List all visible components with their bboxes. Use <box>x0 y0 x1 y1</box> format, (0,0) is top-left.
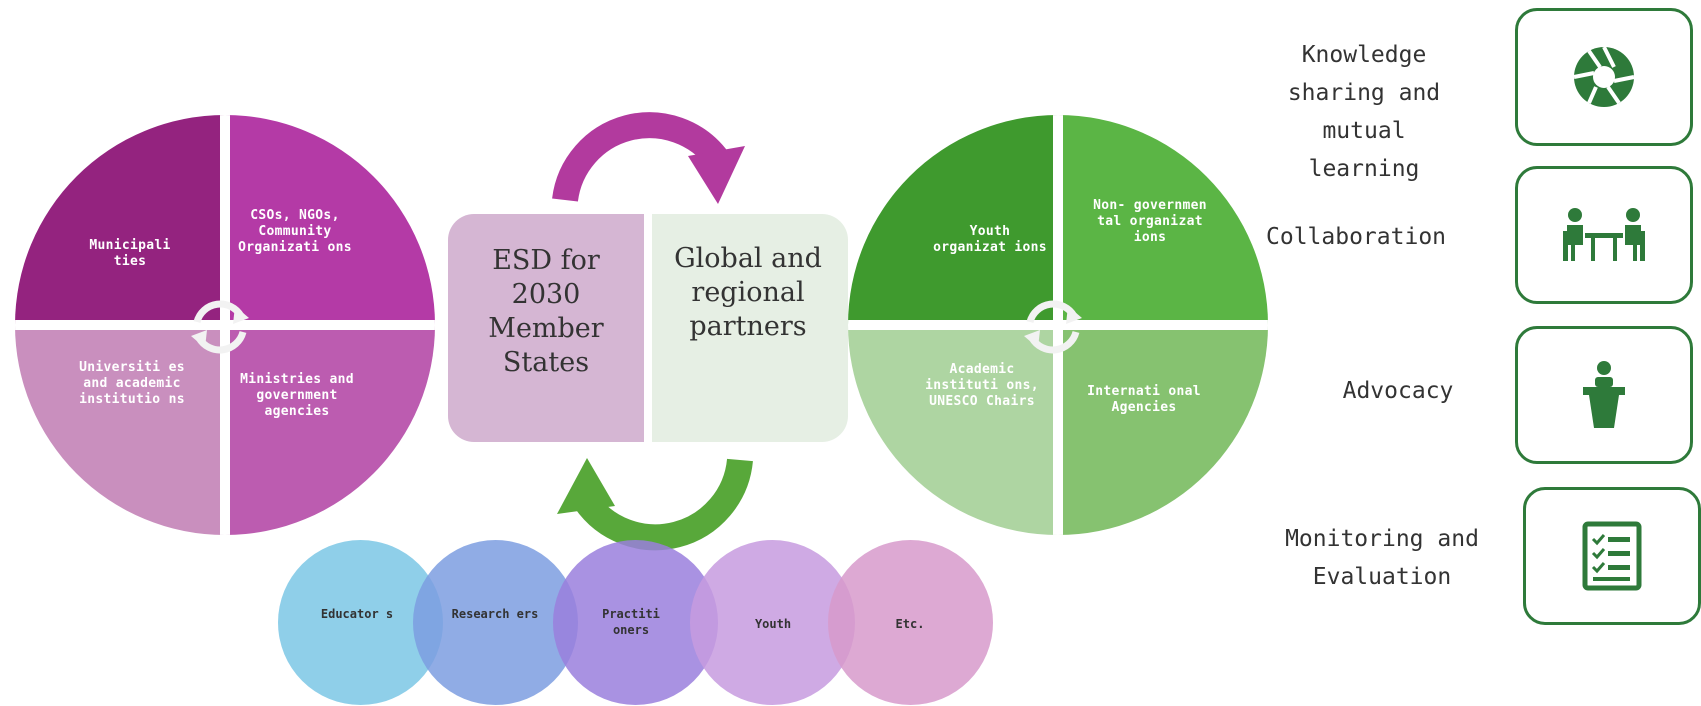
cycle-arrows-icon <box>191 300 249 354</box>
member-states-label: ESD for 2030 Member States <box>488 245 604 378</box>
aperture-icon <box>1573 46 1635 107</box>
audience-label: Educator s <box>320 607 394 621</box>
divider <box>848 320 1268 330</box>
audience-label: Practiti oners <box>602 607 660 637</box>
audience-label: Youth <box>754 617 792 631</box>
partners-panel <box>652 214 848 442</box>
collaboration-label: Collaboration <box>1266 224 1447 250</box>
left-quadrant-label: Universiti es and academic institutio ns <box>79 360 185 407</box>
advocacy-box <box>1515 326 1693 464</box>
left-quadrant-label: Municipali ties <box>89 238 171 269</box>
advocacy-label: Advocacy <box>1342 378 1454 404</box>
left-quadrant-csos <box>225 115 435 325</box>
right-quadrant-label: Non- governmen tal organizat ions <box>1093 198 1207 245</box>
right-quadrant-label: Youth organizat ions <box>933 224 1047 255</box>
divider <box>15 320 435 330</box>
checklist-icon <box>1582 521 1642 591</box>
left-quadrant-universities <box>15 325 225 535</box>
member-states-panel <box>448 214 644 442</box>
knowledge-sharing-box <box>1515 8 1693 146</box>
collaboration-box <box>1515 166 1693 304</box>
audience-label: Research ers <box>451 607 539 621</box>
left-quadrant-municipalities <box>15 115 225 325</box>
left-stakeholder-circle <box>15 115 435 535</box>
audience-circle-researchers <box>413 540 578 705</box>
left-quadrant-label: CSOs, NGOs, Community Organizati ons <box>238 208 352 255</box>
right-quadrant-label: Internati onal Agencies <box>1087 384 1201 415</box>
cycle-arrow-top <box>552 112 745 204</box>
right-stakeholder-circle <box>848 115 1268 535</box>
cycle-arrow-bottom <box>557 458 753 551</box>
right-quadrant-international <box>1058 325 1268 535</box>
left-quadrant-ministries <box>225 325 435 535</box>
knowledge-sharing-label: Knowledge sharing and mutual learning <box>1287 42 1441 182</box>
partners-label: Global and regional partners <box>674 243 822 342</box>
audience-circle-youth <box>690 540 855 705</box>
right-quadrant-academic <box>848 325 1058 535</box>
podium-icon <box>1583 361 1625 428</box>
left-quadrant-label: Ministries and government agencies <box>240 372 354 419</box>
central-partners-box <box>448 214 848 442</box>
right-quadrant-youth <box>848 115 1058 325</box>
monitoring-label: Monitoring and Evaluation <box>1285 526 1479 590</box>
right-quadrant-label: Academic instituti ons, UNESCO Chairs <box>925 362 1039 409</box>
meeting-icon <box>1563 208 1645 261</box>
monitoring-box <box>1523 487 1701 625</box>
audience-label: Etc. <box>895 617 925 631</box>
right-quadrant-ngos <box>1058 115 1268 325</box>
audience-circle-etc <box>828 540 993 705</box>
cycle-arrows-icon <box>1024 300 1082 354</box>
